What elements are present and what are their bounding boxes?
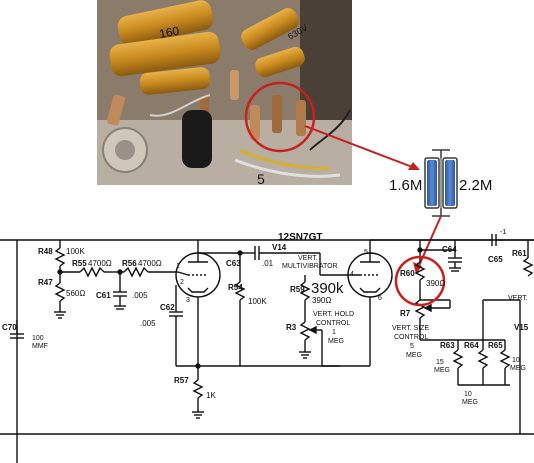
label-R48: R48 [38, 247, 53, 256]
vert-right-label: VERT. [508, 295, 528, 302]
pin-1: 1 [176, 263, 180, 270]
hold-control-line4: MEG [328, 338, 344, 345]
value-C63: .01 [262, 259, 274, 268]
tube-function-line1: VERT. [298, 255, 318, 262]
chassis-photo: 630V 160 5 [97, 0, 352, 187]
value-R47: 560Ω [66, 289, 85, 298]
value-R64-2: MEG [462, 399, 478, 406]
hold-control-line3: 1 [332, 329, 336, 336]
value-R64-1: 10 [464, 391, 472, 398]
schematic-labels: R48 100K R47 560Ω R55 4700Ω R56 4700Ω C6… [2, 229, 529, 406]
tube-function-line2: MULTIVIBRATOR [282, 263, 338, 270]
value-R65-2: MEG [510, 365, 526, 372]
size-control-line3: 5 [410, 343, 414, 350]
tube-id-label: V14 [272, 243, 287, 252]
resistors-photo [106, 70, 306, 140]
paper-capacitor-photo: 630V 160 [109, 0, 309, 95]
size-control-line2: CONTROL [394, 334, 428, 341]
label-R63: R63 [440, 341, 455, 350]
hold-control-line1: VERT. HOLD [313, 311, 354, 318]
value-C70-2: MMF [32, 343, 48, 350]
label-R57: R57 [174, 376, 189, 385]
pin-4: 4 [350, 271, 354, 278]
value-C70-1: 100 [32, 335, 44, 342]
size-control-line4: MEG [406, 352, 422, 359]
value-R48: 100K [66, 247, 85, 256]
label-R56: R56 [122, 259, 137, 268]
capacitor-rating-text: 160 [158, 24, 180, 41]
pin-5: 5 [364, 249, 368, 256]
size-control-line1: VERT. SIZE [392, 325, 430, 332]
label-R47: R47 [38, 278, 53, 287]
label-C64: C64 [442, 245, 457, 254]
label-R61: R61 [512, 249, 527, 258]
label-V15: V15 [514, 323, 529, 332]
hold-control-line2: CONTROL [316, 320, 350, 327]
label-R7: R7 [400, 309, 411, 318]
photo-marker-number: 5 [257, 171, 265, 187]
value-R59: 390Ω [312, 296, 331, 305]
value-R65-1: 10 [512, 357, 520, 364]
photo-highlight-circle [244, 81, 316, 153]
black-capacitor-photo [182, 110, 212, 168]
callout-left-value: 1.6M [389, 177, 422, 194]
label-C62: C62 [160, 303, 175, 312]
annotation-390k: 390k [311, 280, 344, 297]
label-R59: R59 [290, 285, 305, 294]
value-R55: 4700Ω [88, 259, 112, 268]
value-C61: .005 [132, 291, 148, 300]
value-R63-1: 15 [436, 359, 444, 366]
label-R55: R55 [72, 259, 87, 268]
label-R64: R64 [464, 341, 479, 350]
label-C70: C70 [2, 323, 17, 332]
cap-small-label: -1 [500, 229, 506, 236]
label-R60: R60 [400, 269, 415, 278]
label-C61: C61 [96, 291, 111, 300]
schematic-highlight-circle [394, 255, 446, 307]
value-R56: 4700Ω [138, 259, 162, 268]
tube-type-label: 12SN7GT [278, 232, 322, 243]
pin-3: 3 [186, 297, 190, 304]
label-C63: C63 [226, 259, 241, 268]
label-R3: R3 [286, 323, 297, 332]
callout-right-value: 2.2M [459, 177, 492, 194]
value-R54: 100K [248, 297, 267, 306]
value-R57: 1K [206, 391, 216, 400]
schematic [0, 234, 534, 463]
label-R54: R54 [228, 283, 243, 292]
value-C62: .005 [140, 319, 156, 328]
value-R60: 390Ω [426, 279, 445, 288]
label-C65: C65 [488, 255, 503, 264]
pin-6: 6 [378, 295, 382, 302]
label-R65: R65 [488, 341, 503, 350]
value-R63-2: MEG [434, 367, 450, 374]
pin-2: 2 [180, 279, 184, 286]
